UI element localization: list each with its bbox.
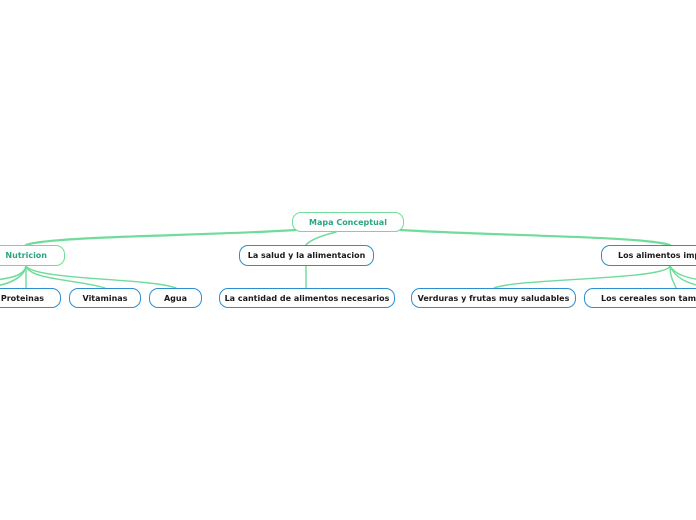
leaf-node-cantidad[interactable]: La cantidad de alimentos necesarios bbox=[219, 288, 395, 308]
leaf-node-vitaminas[interactable]: Vitaminas bbox=[69, 288, 141, 308]
leaf-node-verduras[interactable]: Verduras y frutas muy saludables bbox=[411, 288, 576, 308]
root-node[interactable]: Mapa Conceptual bbox=[292, 212, 404, 232]
branch-node-alimentos[interactable]: Los alimentos impor bbox=[601, 245, 696, 266]
link-nutricion-fan-b bbox=[0, 265, 27, 287]
link-root-alimentos bbox=[398, 228, 672, 247]
link-alimentos-verduras bbox=[493, 265, 671, 289]
branch-node-salud[interactable]: La salud y la alimentacion bbox=[239, 245, 374, 266]
link-nutricion-vitaminas bbox=[25, 265, 106, 289]
leaf-node-proteinas[interactable]: Proteinas bbox=[0, 288, 61, 308]
branch-node-nutricion[interactable]: Nutricion bbox=[0, 245, 65, 266]
link-nutricion-agua bbox=[25, 265, 177, 289]
link-root-nutricion bbox=[24, 228, 298, 247]
link-alimentos-cereales bbox=[669, 265, 677, 289]
leaf-node-agua[interactable]: Agua bbox=[149, 288, 202, 308]
link-root-salud bbox=[305, 231, 337, 246]
leaf-node-cereales[interactable]: Los cereales son tambie bbox=[584, 288, 696, 308]
link-alimentos-fan-b bbox=[669, 265, 696, 286]
